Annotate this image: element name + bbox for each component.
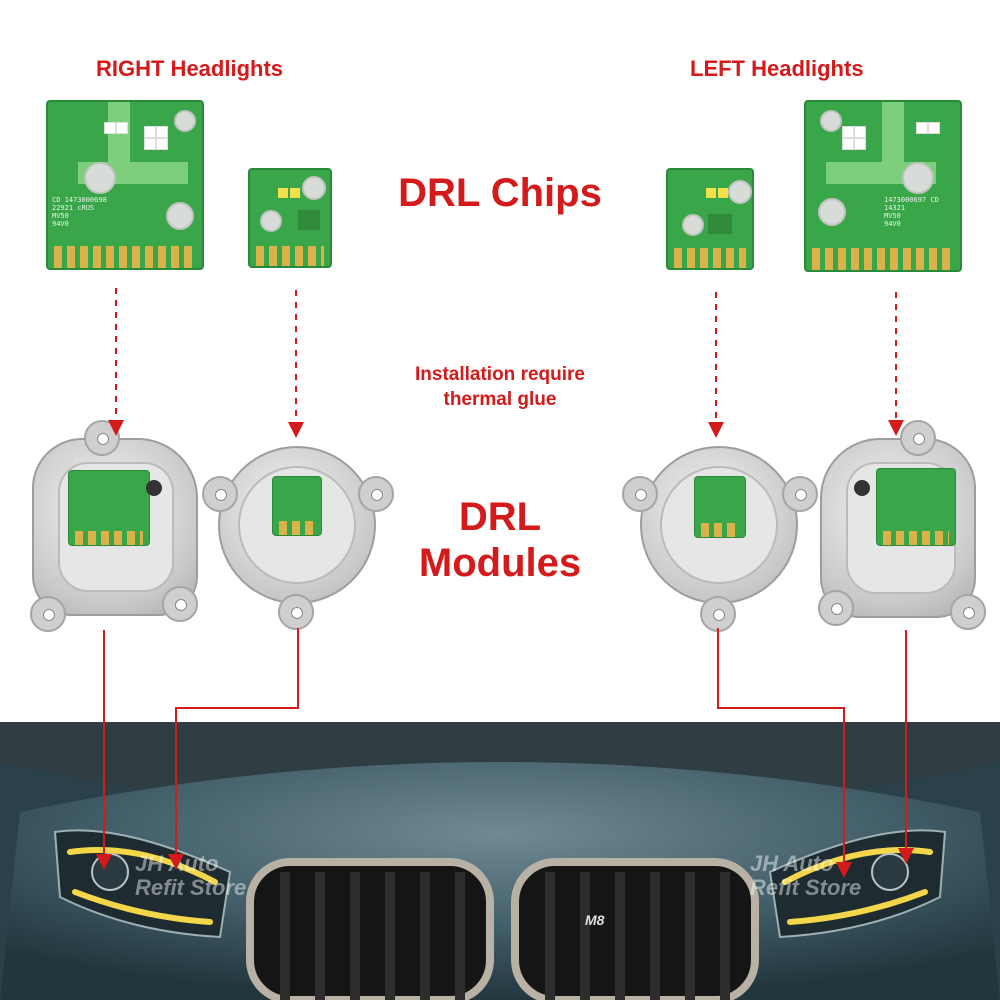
drl-modules-line1: DRL: [458, 495, 542, 539]
installation-note-line2: thermal glue: [443, 389, 557, 410]
left-small-chip: [666, 168, 754, 270]
arrow-right-round-module: [168, 628, 299, 870]
installation-note: Installation require thermal glue: [385, 362, 615, 412]
left-large-module: [820, 438, 976, 618]
installation-note-line1: Installation require: [415, 364, 585, 385]
left-round-module: [640, 446, 798, 604]
right-headlights-title: RIGHT Headlights: [96, 56, 284, 81]
left-headlights-title: LEFT Headlights: [690, 56, 864, 81]
drl-modules-line2: Modules: [418, 541, 582, 585]
left-round-module-tab-left: [622, 476, 658, 512]
drl-chips-title: DRL Chips: [398, 171, 602, 215]
car-front-illustration: [0, 722, 1000, 1000]
left-round-module-tab-right: [782, 476, 818, 512]
watermark-right: JH Auto Refit Store: [750, 851, 862, 900]
left-large-module-tab-left: [818, 590, 854, 626]
left-round-module-tab-bottom: [700, 596, 736, 632]
left-large-module-tab-top: [900, 420, 936, 456]
car-photo: M8 JH Auto Refit Store JH Auto Refit Sto…: [0, 722, 1000, 1000]
right-large-chip-text: CD 1473000698 22921 cRUS MV50 94V0: [52, 196, 107, 228]
m8-badge: M8: [585, 912, 605, 928]
right-large-module-tab-left: [30, 596, 66, 632]
right-round-module-tab-right: [358, 476, 394, 512]
left-large-module-tab-right: [950, 594, 986, 630]
right-round-module-tab-bottom: [278, 594, 314, 630]
right-small-chip: [248, 168, 332, 268]
right-large-module-tab-right: [162, 586, 198, 622]
arrow-left-round-module: [717, 628, 852, 878]
right-round-module-tab-left: [202, 476, 238, 512]
drl-modules-title: DRL Modules: [395, 494, 605, 586]
right-large-module: [32, 438, 198, 616]
right-round-module: [218, 446, 376, 604]
left-large-chip: 1473000697 CD 14321 MV50 94V0: [804, 100, 962, 272]
left-large-chip-text: 1473000697 CD 14321 MV50 94V0: [884, 196, 939, 228]
right-large-chip: CD 1473000698 22921 cRUS MV50 94V0: [46, 100, 204, 270]
